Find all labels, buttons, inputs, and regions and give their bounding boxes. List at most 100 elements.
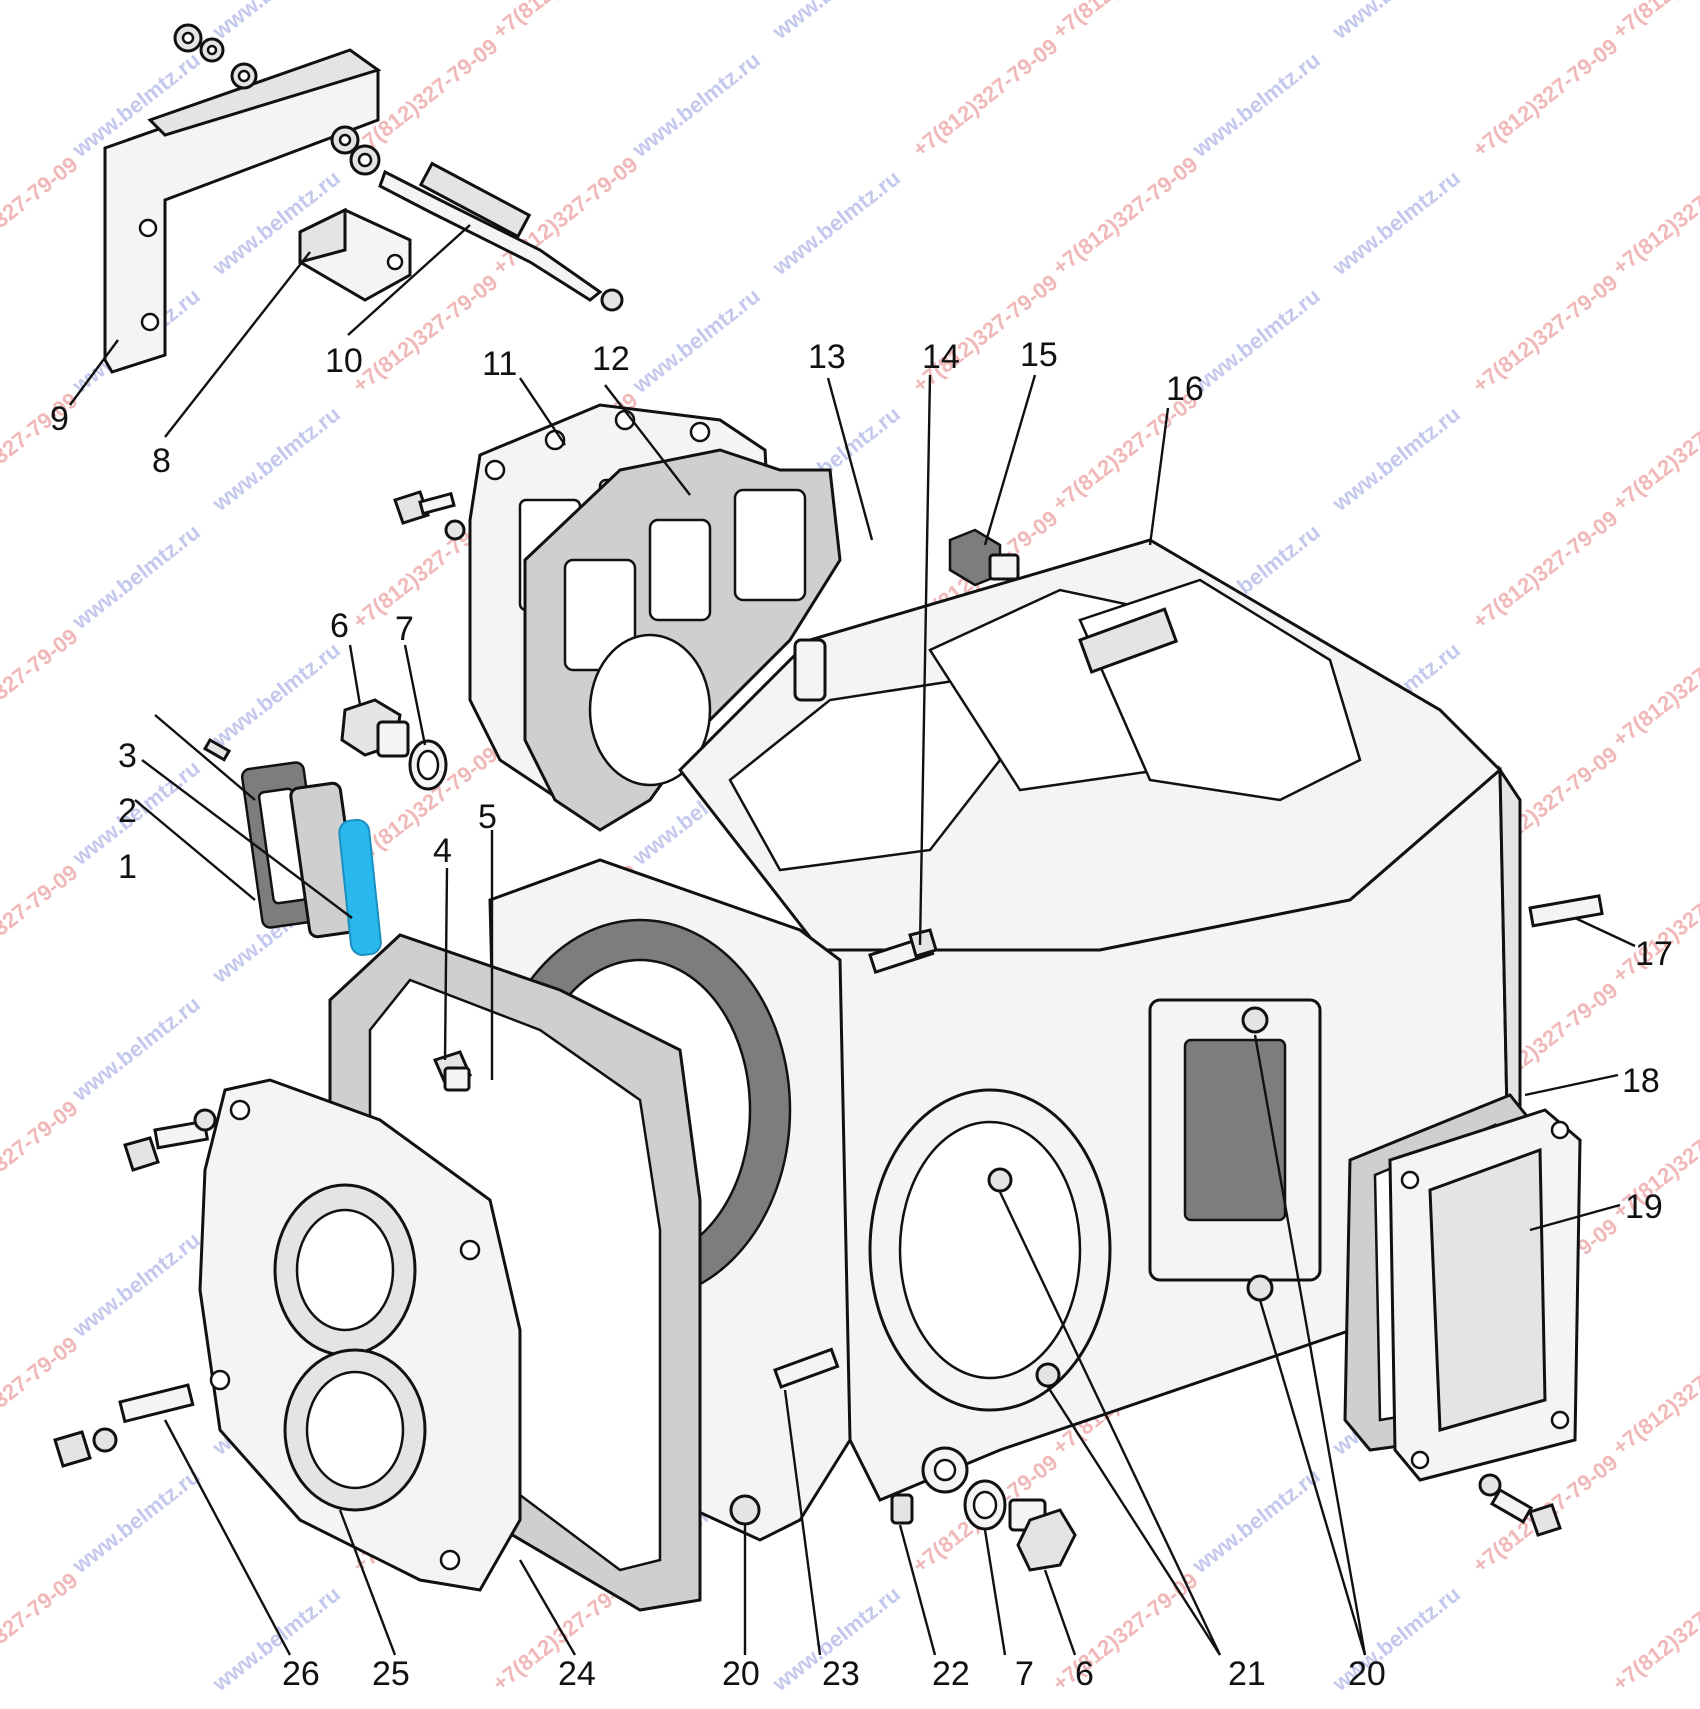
part-13-stud (793, 638, 827, 702)
watermark-site: www.belmtz.ru (67, 1227, 205, 1342)
label-18: 18 (1622, 1062, 1660, 1100)
part-7-washer-upper (408, 739, 448, 791)
watermark-phone: +7(812)327-79-09 (1048, 0, 1203, 44)
label-1: 1 (118, 848, 137, 886)
watermark-site: www.belmtz.ru (1327, 0, 1465, 45)
watermark-site: www.belmtz.ru (1187, 283, 1325, 398)
watermark-site: www.belmtz.ru (767, 0, 905, 45)
label-16: 16 (1166, 370, 1204, 408)
part-26-stud (53, 1383, 195, 1468)
label-23: 23 (822, 1655, 860, 1693)
watermark-phone: +7(812)327-79-09 (1608, 1331, 1700, 1460)
part-23-stud (773, 1347, 840, 1389)
watermark-phone: +7(812)327-79-09 (1468, 269, 1623, 398)
label-15: 15 (1020, 336, 1058, 374)
part-1-seal-highlighted (338, 818, 382, 957)
label-5: 5 (478, 798, 497, 836)
part-10-rod (378, 161, 624, 312)
watermark-phone: +7(812)327-79-09 (0, 1095, 82, 1224)
watermark-site: www.belmtz.ru (207, 401, 345, 516)
watermark-site: www.belmtz.ru (207, 0, 345, 45)
watermark-phone: +7(812)327-79-09 (0, 0, 82, 44)
watermark-phone: +7(812)327-79-09 (1048, 1567, 1203, 1696)
part-21-studs (987, 1167, 1061, 1388)
watermark-phone: +7(812)327-79-09 (1608, 0, 1700, 44)
label-22: 22 (932, 1655, 970, 1693)
watermark-phone: +7(812)327-79-09 (1468, 33, 1623, 162)
label-11: 11 (482, 345, 517, 383)
part-4-plug (432, 1050, 473, 1092)
watermark-phone: +7(812)327-79-09 (908, 33, 1063, 162)
part-labels: 1 2 3 4 5 6 7 8 9 10 11 12 13 14 15 16 1… (50, 336, 1673, 1693)
part-7-washer-lower (963, 1479, 1007, 1531)
watermark-phone: +7(812)327-79-09 (1048, 151, 1203, 280)
part-20-plug-right (1241, 1006, 1274, 1302)
watermark-site: www.belmtz.ru (1187, 47, 1325, 162)
bolt-cover-19 (1478, 1473, 1562, 1537)
watermark-phone: +7(812)327-79-09 (1468, 505, 1623, 634)
label-2: 2 (118, 792, 137, 830)
part-6-plug-lower (1008, 1498, 1077, 1572)
label-14: 14 (922, 338, 960, 376)
watermark-phone: +7(812)327-79-09 (0, 151, 82, 280)
leader-lines (69, 224, 1636, 1656)
label-20-left: 20 (722, 1655, 760, 1693)
label-9: 9 (50, 400, 69, 438)
watermark-site: www.belmtz.ru (207, 1581, 345, 1696)
label-12: 12 (592, 340, 630, 378)
watermark-site: www.belmtz.ru (67, 991, 205, 1106)
part-19-side-cover (1388, 1108, 1582, 1482)
label-17: 17 (1635, 935, 1673, 973)
watermark-phone: +7(812)327-79-09 (1608, 387, 1700, 516)
part-14-bolt (868, 928, 938, 975)
label-4: 4 (433, 832, 452, 870)
watermark-site: www.belmtz.ru (67, 519, 205, 634)
watermark-site: www.belmtz.ru (627, 47, 765, 162)
part-20-plug-lower (729, 1494, 761, 1526)
label-25: 25 (372, 1655, 410, 1693)
watermark-site: www.belmtz.ru (767, 165, 905, 280)
watermark-phone: +7(812)327-79-09 (0, 387, 82, 516)
label-13: 13 (808, 338, 846, 376)
watermark-phone: +7(812)327-79-09 (0, 623, 82, 752)
label-26: 26 (282, 1655, 320, 1693)
screw-part-3 (202, 737, 232, 762)
part-24-gasket (328, 933, 702, 1612)
watermark-phone: +7(812)327-79-09 (0, 1567, 82, 1696)
label-6-lower: 6 (1075, 1655, 1094, 1693)
watermark-phone: +7(812)327-79-09 (0, 859, 82, 988)
label-3: 3 (118, 737, 137, 775)
bolt-cover-11 (393, 490, 466, 541)
label-10: 10 (325, 342, 363, 380)
watermark-site: www.belmtz.ru (627, 283, 765, 398)
part-9-bracket (103, 48, 382, 374)
bolt-cover-25 (123, 1108, 217, 1172)
part-25-front-cover (198, 1078, 522, 1592)
watermark-phone: +7(812)327-79-09 (488, 0, 643, 44)
watermark-site: www.belmtz.ru (1327, 165, 1465, 280)
label-7-lower: 7 (1015, 1655, 1034, 1693)
part-6-plug-upper (340, 698, 410, 758)
part-17-stud (1528, 894, 1604, 928)
housing-body (818, 764, 1522, 1502)
watermark-site: www.belmtz.ru (207, 637, 345, 752)
watermark-site: www.belmtz.ru (1187, 1463, 1325, 1578)
watermark-site: www.belmtz.ru (1327, 401, 1465, 516)
watermark-site: www.belmtz.ru (67, 1463, 205, 1578)
part-12-gasket (523, 448, 842, 832)
watermark-phone: +7(812)327-79-09 (1608, 1567, 1700, 1696)
label-24: 24 (558, 1655, 596, 1693)
label-6-upper: 6 (330, 607, 349, 645)
part-15-breather (948, 528, 1020, 587)
part-8-clip (298, 207, 412, 302)
part-22-fitting (890, 1446, 969, 1525)
label-8: 8 (152, 442, 171, 480)
watermark-phone: +7(812)327-79-09 (1608, 623, 1700, 752)
label-21: 21 (1228, 1655, 1266, 1693)
part-16-housing-top (678, 538, 1503, 952)
label-20-right: 20 (1348, 1655, 1386, 1693)
watermark-phone: +7(812)327-79-09 (1608, 151, 1700, 280)
label-7-upper: 7 (395, 610, 414, 648)
